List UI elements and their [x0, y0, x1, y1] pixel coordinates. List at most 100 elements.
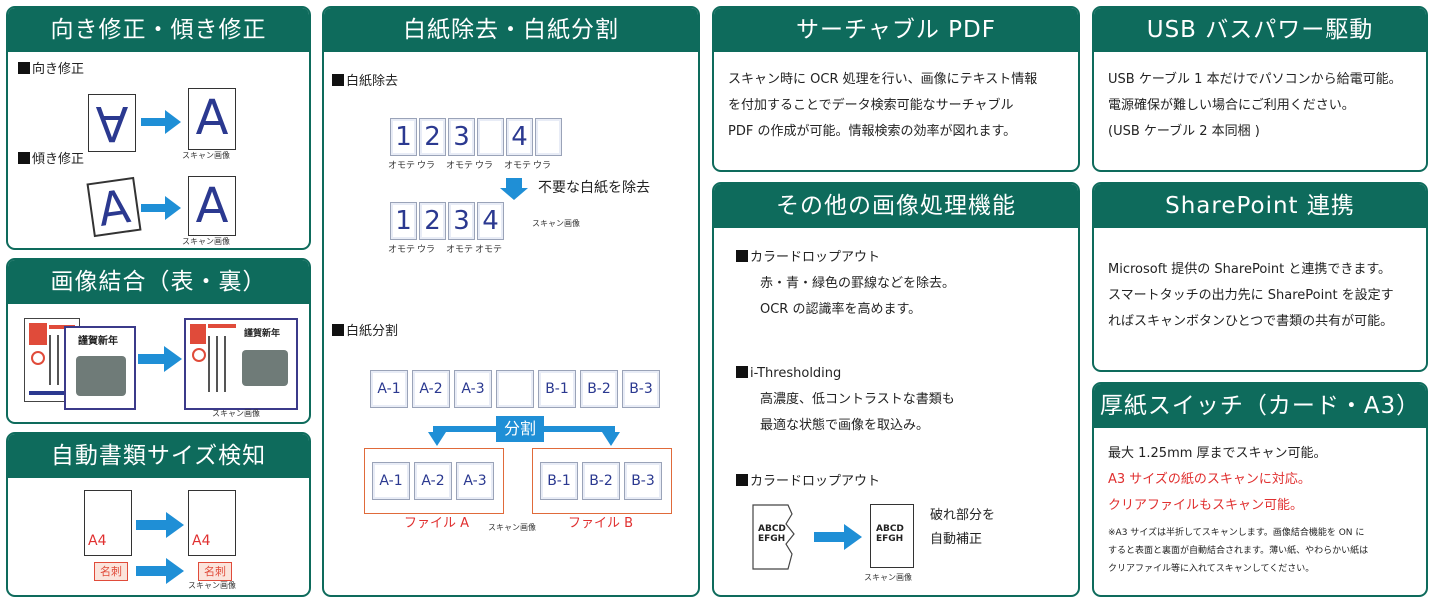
merged-image: 謹賀新年	[184, 318, 298, 410]
page-side-label: オモテ	[388, 245, 416, 255]
page-thumb: B-3	[622, 370, 660, 408]
arrow-right-icon	[141, 110, 181, 134]
card-title: 厚紙スイッチ（カード・A3）	[1094, 384, 1426, 428]
page-thumb: B-3	[624, 462, 662, 500]
page-side-label: オモテ	[446, 161, 474, 171]
page-thumb: B-1	[538, 370, 576, 408]
page-thumb: 2	[419, 118, 446, 156]
arrow-right-icon	[136, 558, 184, 584]
page-thumb: 1	[390, 202, 417, 240]
card-blank-page: 白紙除去・白紙分割 白紙除去 不要な白紙を除去 スキャン画像 白紙分割 分割 フ…	[322, 6, 700, 597]
square-bullet-icon	[736, 250, 748, 262]
square-bullet-icon	[332, 324, 344, 336]
a4-scan: A4	[188, 490, 236, 556]
sharepoint-line-2: スマートタッチの出力先に SharePoint を設定す	[1108, 288, 1394, 303]
remove-note: 不要な白紙を除去	[538, 180, 650, 196]
usb-line-1: USB ケーブル 1 本だけでパソコンから給電可能。	[1108, 72, 1402, 87]
card-thick-paper: 厚紙スイッチ（カード・A3） 最大 1.25mm 厚までスキャン可能。 A3 サ…	[1092, 382, 1428, 597]
file-b-group	[532, 448, 672, 514]
card-merge: 画像結合（表・裏） 謹賀新年 謹賀新年 スキャン画像	[6, 258, 311, 424]
card-title: 自動書類サイズ検知	[8, 434, 309, 478]
repair-line-1: 破れ部分を	[930, 508, 996, 523]
scan-label: スキャン画像	[488, 523, 536, 532]
page-thumb: A-3	[454, 370, 492, 408]
page-thumb: B-1	[540, 462, 578, 500]
card-title: その他の画像処理機能	[714, 184, 1078, 228]
page-side-label: オモテ	[475, 245, 503, 255]
page-side-label: ウラ	[417, 245, 436, 255]
corrected-page: A	[188, 176, 236, 236]
square-bullet-icon	[736, 366, 748, 378]
page-thumb: 4	[477, 202, 504, 240]
square-bullet-icon	[18, 152, 30, 164]
card-orientation: 向き修正・傾き修正 向き修正 A A スキャン画像 傾き修正 A A スキャン画…	[6, 6, 311, 250]
card-title: USB バスパワー駆動	[1094, 8, 1426, 52]
thick-note-3: クリアファイル等に入れてスキャンしてください。	[1108, 564, 1315, 574]
file-a-label: ファイル A	[404, 516, 470, 531]
thick-line-2: A3 サイズの紙のスキャンに対応。	[1108, 472, 1311, 487]
thick-line-1: 最大 1.25mm 厚までスキャン可能。	[1108, 446, 1327, 461]
page-thumb: 3	[448, 202, 475, 240]
blank-page-thumb	[496, 370, 534, 408]
arrow-right-icon	[141, 196, 181, 220]
thick-note-1: ※A3 サイズは半折してスキャンします。画像結合機能を ON に	[1108, 528, 1365, 538]
sharepoint-line-1: Microsoft 提供の SharePoint と連携できます。	[1108, 262, 1392, 277]
heading-color-dropout: カラードロップアウト	[736, 246, 880, 270]
threshold-line-1: 高濃度、低コントラストな書類も	[760, 392, 955, 407]
pdf-line-1: スキャン時に OCR 処理を行い、画像にテキスト情報	[728, 72, 1038, 87]
page-thumb: 2	[419, 202, 446, 240]
scan-label: スキャン画像	[212, 409, 260, 418]
arrow-right-icon	[138, 346, 182, 372]
split-label: 分割	[496, 416, 544, 442]
threshold-line-2: 最適な状態で画像を取込み。	[760, 418, 930, 433]
pdf-line-2: を付加することでデータ検索可能なサーチャブル	[728, 98, 1014, 113]
page-thumb: A-2	[412, 370, 450, 408]
page-side-label: ウラ	[475, 161, 494, 171]
meishi-scan: 名刺	[198, 562, 232, 581]
scan-label: スキャン画像	[188, 581, 236, 590]
skewed-page: A	[86, 176, 142, 238]
page-thumb: 1	[390, 118, 417, 156]
card-title: 向き修正・傾き修正	[8, 8, 309, 52]
arrow-down-icon	[500, 178, 528, 200]
corrected-page: A	[188, 88, 236, 150]
subheading-orientation: 向き修正	[18, 58, 84, 82]
postcard-back: 謹賀新年	[64, 326, 136, 410]
page-thumb: A-1	[370, 370, 408, 408]
arrow-right-icon	[136, 512, 184, 538]
card-title: 白紙除去・白紙分割	[324, 8, 698, 52]
card-size-detect: 自動書類サイズ検知 A4 A4 名刺 名刺 スキャン画像	[6, 432, 311, 597]
meishi-card: 名刺	[94, 562, 128, 581]
card-usb-power: USB バスパワー駆動 USB ケーブル 1 本だけでパソコンから給電可能。 電…	[1092, 6, 1428, 172]
page-thumb: 3	[448, 118, 475, 156]
page-thumb: A-3	[456, 462, 494, 500]
blank-page-thumb	[477, 118, 504, 156]
page-thumb: B-2	[582, 462, 620, 500]
dropout-line-1: 赤・青・緑色の罫線などを除去。	[760, 276, 956, 291]
subheading-blank-split: 白紙分割	[332, 320, 398, 344]
heading-color-dropout-2: カラードロップアウト	[736, 470, 880, 494]
square-bullet-icon	[332, 74, 344, 86]
scan-label: スキャン画像	[182, 237, 230, 246]
card-title: SharePoint 連携	[1094, 184, 1426, 228]
thick-line-3: クリアファイルもスキャン可能。	[1108, 498, 1304, 513]
page-thumb: A-2	[414, 462, 452, 500]
repair-line-2: 自動補正	[930, 532, 983, 547]
card-title: サーチャブル PDF	[714, 8, 1078, 52]
torn-document	[752, 504, 795, 570]
scan-label: スキャン画像	[532, 219, 580, 228]
usb-line-2: 電源確保が難しい場合にご利用ください。	[1108, 98, 1355, 113]
page-thumb: B-2	[580, 370, 618, 408]
usb-line-3: (USB ケーブル 2 本同梱 )	[1108, 124, 1260, 139]
subheading-blank-removal: 白紙除去	[332, 70, 398, 94]
file-b-label: ファイル B	[568, 516, 634, 531]
page-side-label: オモテ	[504, 161, 532, 171]
a4-page: A4	[84, 490, 132, 556]
dropout-line-2: OCR の認識率を高めます。	[760, 302, 922, 317]
page-side-label: ウラ	[533, 161, 552, 171]
page-side-label: オモテ	[446, 245, 474, 255]
upside-down-page: A	[88, 94, 136, 152]
file-a-group	[364, 448, 504, 514]
